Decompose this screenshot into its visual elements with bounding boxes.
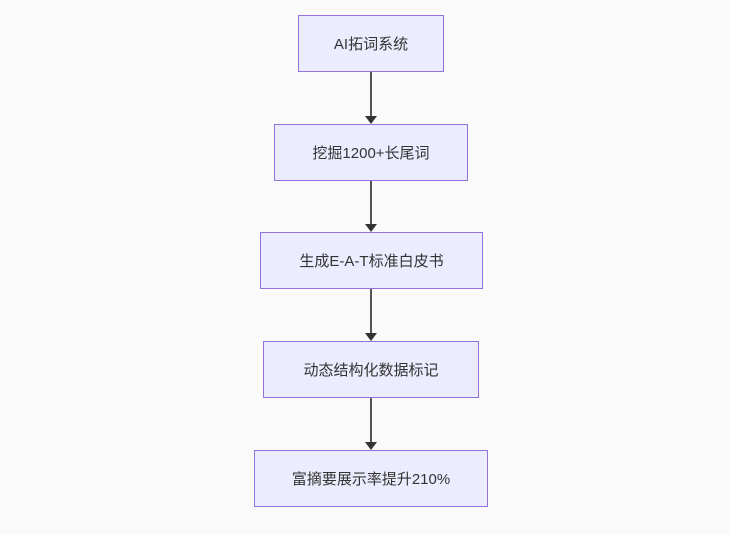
node-label: 富摘要展示率提升210% [291, 471, 451, 488]
node-label: 挖掘1200+长尾词 [312, 145, 430, 162]
flowchart-node-rich-snippet-result: 富摘要展示率提升210% [254, 450, 488, 507]
flow-arrow-4 [365, 398, 377, 450]
arrow-line [370, 72, 372, 116]
node-label: AI拓词系统 [333, 36, 409, 53]
arrowhead-down-icon [365, 442, 377, 450]
arrowhead-down-icon [365, 333, 377, 341]
flow-arrow-2 [365, 181, 377, 232]
node-label: 生成E-A-T标准白皮书 [299, 253, 444, 270]
arrowhead-down-icon [365, 116, 377, 124]
arrow-line [370, 181, 372, 224]
flowchart-node-structured-data: 动态结构化数据标记 [263, 341, 479, 398]
arrow-line [370, 289, 372, 333]
arrowhead-down-icon [365, 224, 377, 232]
arrow-line [370, 398, 372, 442]
flowchart-node-eat-whitepaper: 生成E-A-T标准白皮书 [260, 232, 483, 289]
flow-arrow-3 [365, 289, 377, 341]
flowchart-node-ai-system: AI拓词系统 [298, 15, 444, 72]
flowchart-node-longtail-keywords: 挖掘1200+长尾词 [274, 124, 468, 181]
flow-arrow-1 [365, 72, 377, 124]
node-label: 动态结构化数据标记 [303, 362, 439, 379]
